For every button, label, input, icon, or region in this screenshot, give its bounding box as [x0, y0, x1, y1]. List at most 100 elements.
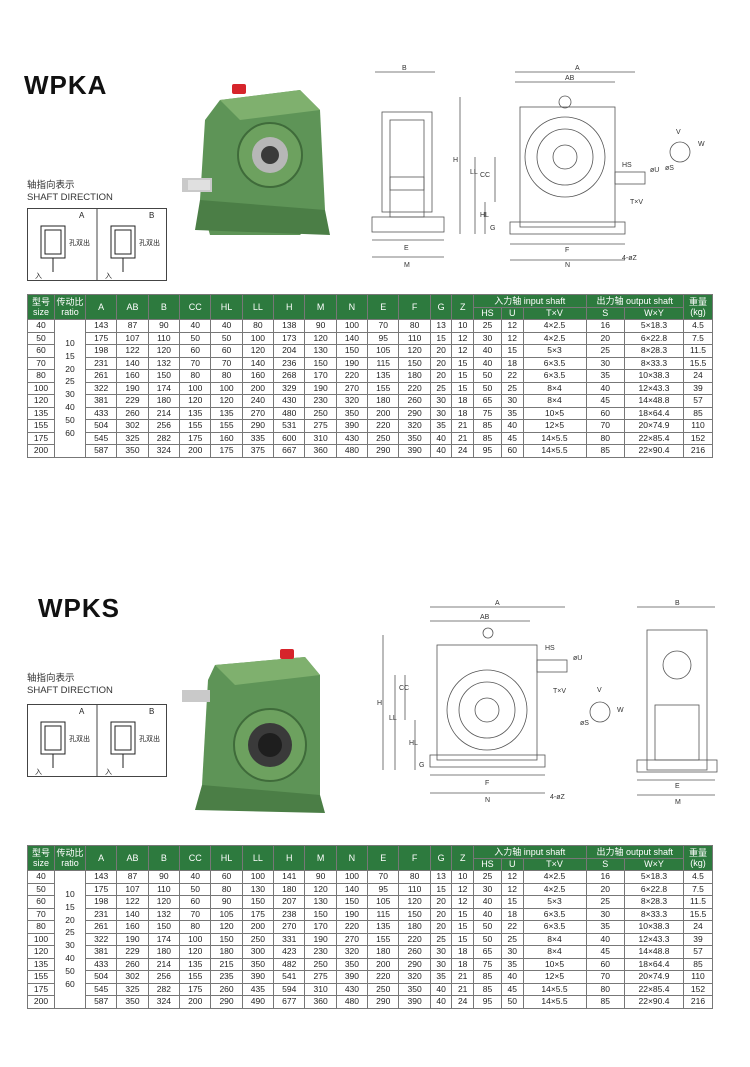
table-cell: 90 — [304, 870, 337, 884]
table-cell: 300 — [241, 945, 275, 959]
table-cell: 155 — [367, 381, 400, 395]
table-cell: 335 — [241, 431, 275, 445]
table-cell: 220 — [335, 369, 369, 383]
table-cell: 135 — [367, 369, 400, 383]
table-cell: 40 — [473, 356, 502, 370]
table-cell: 120 — [179, 945, 212, 959]
table-cell: 138 — [273, 319, 306, 333]
table-cell: 150 — [210, 932, 243, 946]
table-cell: 90 — [147, 870, 181, 884]
table-cell: 45 — [500, 982, 524, 996]
dimension-drawing-wpka: B E M A AB H LL CC HL G F N 4-øZ HS øU T… — [371, 65, 705, 269]
table-cell: 115 — [367, 907, 400, 921]
table-cell: 45 — [500, 431, 524, 445]
header-txv: T×V — [522, 857, 587, 871]
header-m: M — [304, 845, 337, 871]
table-cell: 14×48.8 — [624, 394, 684, 408]
table-cell: 25 — [473, 870, 502, 884]
table-cell: 30 — [500, 945, 524, 959]
svg-text:LL: LL — [389, 715, 397, 722]
table-cell: 40 — [179, 870, 212, 884]
svg-text:M: M — [675, 799, 681, 806]
table-cell: 320 — [335, 945, 369, 959]
header-hs: HS — [473, 306, 502, 320]
table-cell: 35 — [429, 419, 453, 433]
table-cell: 40 — [27, 319, 55, 333]
table-cell: 180 — [398, 920, 431, 934]
table-cell: 60 — [27, 895, 55, 909]
table-cell: 11.5 — [683, 895, 713, 909]
table-cell: 39 — [683, 932, 713, 946]
table-cell: 12 — [451, 344, 474, 358]
table-cell: 220 — [398, 381, 431, 395]
shaft-direction-label-wpka: 轴指向表示 SHAFT DIRECTION — [27, 180, 113, 203]
table-cell: 50 — [179, 882, 212, 896]
table-cell: 15 — [451, 932, 474, 946]
table-cell: 10×5 — [522, 406, 587, 420]
table-cell: 150 — [304, 907, 337, 921]
table-cell: 18 — [451, 394, 474, 408]
table-cell: 80 — [585, 982, 626, 996]
svg-text:N: N — [485, 797, 490, 804]
table-cell: 110 — [683, 419, 713, 433]
header-weight: 重量(kg) — [683, 845, 713, 871]
table-cell: 135 — [367, 920, 400, 934]
table-cell: 40 — [500, 970, 524, 984]
table-cell: 20 — [429, 356, 453, 370]
svg-text:AB: AB — [565, 75, 575, 82]
table-cell: 4×2.5 — [522, 319, 587, 333]
table-cell: 15.5 — [683, 356, 713, 370]
table-cell: 75 — [473, 957, 502, 971]
table-cell: 8×33.3 — [624, 356, 684, 370]
table-cell: 480 — [335, 444, 369, 458]
table-cell: 140 — [116, 356, 149, 370]
table-cell: 24 — [451, 444, 474, 458]
table-cell: 5×3 — [522, 344, 587, 358]
table-cell: 200 — [367, 957, 400, 971]
table-cell: 130 — [241, 882, 275, 896]
table-cell: 152 — [683, 982, 713, 996]
table-cell: 120 — [147, 895, 181, 909]
table-cell: 175 — [27, 431, 55, 445]
table-cell: 80 — [398, 319, 431, 333]
table-cell: 30 — [429, 957, 453, 971]
table-cell: 10×38.3 — [624, 920, 684, 934]
table-cell: 35 — [429, 970, 453, 984]
table-cell: 325 — [116, 431, 149, 445]
header-g: G — [429, 294, 453, 320]
svg-text:A: A — [79, 211, 85, 220]
table-cell: 282 — [147, 431, 181, 445]
table-cell: 220 — [335, 920, 369, 934]
header-input-shaft: 入力轴 input shaft — [473, 845, 587, 859]
table-cell: 155 — [179, 970, 212, 984]
table-cell: 120 — [210, 394, 243, 408]
table-cell: 60 — [585, 957, 626, 971]
table-cell: 30 — [473, 331, 502, 345]
table-cell: 261 — [84, 920, 118, 934]
header-wxy: W×Y — [624, 857, 684, 871]
table-cell: 45 — [585, 945, 626, 959]
table-cell: 80 — [210, 882, 243, 896]
table-cell: 135 — [179, 406, 212, 420]
svg-text:F: F — [485, 780, 489, 787]
table-cell: 20×74.9 — [624, 419, 684, 433]
table-cell: 40 — [429, 995, 453, 1009]
table-cell: 6×3.5 — [522, 356, 587, 370]
table-cell: 160 — [116, 369, 149, 383]
table-cell: 40 — [473, 344, 502, 358]
svg-text:4-øZ: 4-øZ — [622, 255, 638, 262]
table-cell: 20 — [585, 882, 626, 896]
table-cell: 87 — [116, 870, 149, 884]
table-cell: 545 — [84, 982, 118, 996]
table-cell: 6×22.8 — [624, 331, 684, 345]
table-cell: 220 — [367, 970, 400, 984]
svg-text:CC: CC — [399, 685, 409, 692]
table-cell: 155 — [27, 419, 55, 433]
table-cell: 20 — [429, 369, 453, 383]
svg-text:B: B — [675, 600, 680, 607]
table-cell: 282 — [147, 982, 181, 996]
